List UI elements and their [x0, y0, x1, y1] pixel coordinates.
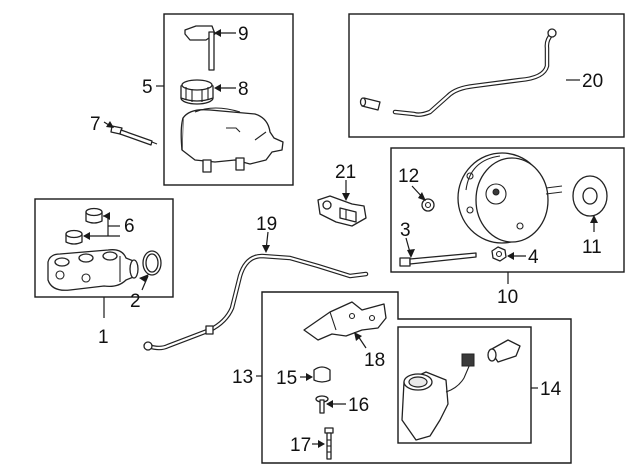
callout-13: 13 — [232, 367, 253, 388]
gasket — [572, 175, 608, 217]
push-rod — [399, 252, 477, 267]
nut — [491, 246, 507, 262]
callout-5: 5 — [142, 77, 153, 98]
callout-7: 7 — [90, 114, 101, 135]
callout-18: 18 — [364, 350, 385, 371]
reservoir-cap — [180, 79, 214, 105]
vacuum-line-frame — [348, 13, 625, 138]
callout-4: 4 — [528, 247, 539, 268]
callout-14: 14 — [540, 379, 562, 400]
callout-1: 1 — [98, 327, 109, 348]
vacuum-line — [359, 28, 557, 117]
bushing — [421, 198, 435, 212]
vacuum-pump — [401, 339, 521, 441]
callout-16: 16 — [348, 395, 369, 416]
grommets — [65, 207, 103, 245]
callout-11: 11 — [582, 237, 602, 258]
callout-15: 15 — [276, 368, 297, 389]
callout-3: 3 — [400, 220, 411, 241]
vacuum-pump-frame — [261, 291, 572, 464]
callout-2: 2 — [130, 291, 141, 312]
level-sensor — [184, 25, 216, 71]
vacuum-hose — [143, 253, 369, 351]
bracket — [303, 301, 387, 341]
callout-20: 20 — [582, 71, 603, 92]
callout-9: 9 — [238, 24, 249, 45]
reservoir-body — [180, 107, 284, 173]
insulator — [313, 366, 331, 383]
check-valve — [317, 195, 367, 227]
callout-10: 10 — [497, 287, 518, 308]
reservoir-frame — [163, 13, 294, 186]
master-cylinder — [47, 249, 139, 291]
callout-21: 21 — [335, 162, 356, 183]
callout-8: 8 — [238, 79, 249, 100]
vacuum-pump-subframe — [397, 326, 532, 444]
callout-6: 6 — [124, 216, 135, 237]
brake-booster — [457, 152, 563, 244]
callout-17: 17 — [290, 435, 311, 456]
callout-12: 12 — [398, 166, 419, 187]
pin — [110, 125, 158, 146]
o-ring — [142, 250, 162, 276]
bolt — [324, 427, 334, 460]
callout-19: 19 — [256, 214, 277, 235]
screw — [315, 395, 329, 414]
